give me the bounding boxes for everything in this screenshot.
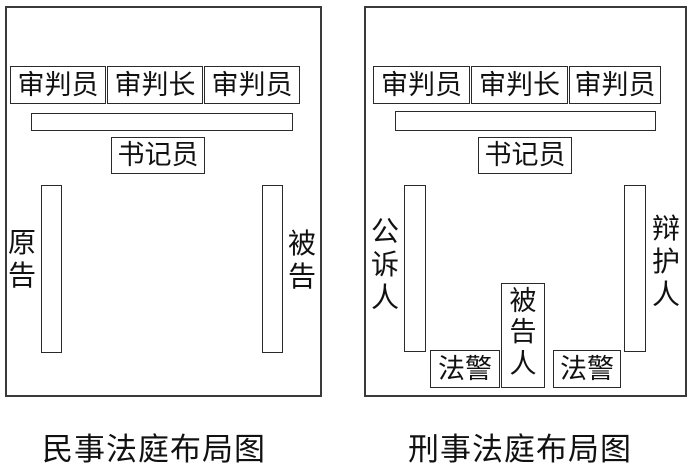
criminal-defense-char: 辩 bbox=[651, 212, 680, 245]
criminal-defense-table bbox=[624, 185, 646, 352]
criminal-accused-char: 人 bbox=[509, 348, 537, 380]
criminal-caption: 刑事法庭布局图 bbox=[408, 432, 632, 468]
civil-plaintiff-char: 告 bbox=[7, 259, 36, 293]
criminal-prosecutor-char: 人 bbox=[370, 281, 399, 315]
criminal-clerk: 书记员 bbox=[478, 137, 572, 174]
civil-plaintiff-char: 原 bbox=[7, 226, 36, 259]
criminal-prosecutor-label: 公 诉 人 bbox=[368, 215, 402, 314]
criminal-accused-char: 被 bbox=[509, 286, 537, 317]
criminal-prosecutor-table bbox=[404, 185, 426, 352]
criminal-judge-left: 审判员 bbox=[373, 66, 470, 104]
criminal-defense-char: 人 bbox=[651, 278, 680, 312]
criminal-defense-label: 辩 护 人 bbox=[649, 212, 683, 311]
civil-plaintiff-label: 原 告 bbox=[5, 226, 39, 292]
criminal-prosecutor-char: 诉 bbox=[370, 248, 399, 282]
civil-judge-left: 审判员 bbox=[10, 66, 106, 104]
criminal-judge-right: 审判员 bbox=[569, 66, 661, 104]
civil-defendant-char: 被 bbox=[287, 227, 316, 260]
criminal-defense-char: 护 bbox=[651, 245, 680, 279]
criminal-police-right: 法警 bbox=[553, 350, 621, 388]
civil-bench-bar bbox=[31, 113, 293, 131]
criminal-accused-box: 被 告 人 bbox=[501, 283, 545, 388]
civil-defendant-char: 告 bbox=[287, 260, 316, 294]
criminal-prosecutor-char: 公 bbox=[370, 215, 399, 248]
civil-plaintiff-table bbox=[41, 185, 62, 353]
criminal-accused-char: 告 bbox=[509, 317, 537, 349]
criminal-police-left: 法警 bbox=[430, 350, 500, 388]
civil-defendant-table bbox=[262, 185, 283, 353]
civil-defendant-label: 被 告 bbox=[285, 227, 319, 293]
civil-caption: 民事法庭布局图 bbox=[42, 432, 266, 468]
civil-judge-chief: 审判长 bbox=[107, 66, 203, 104]
civil-clerk: 书记员 bbox=[111, 137, 205, 174]
civil-judge-right: 审判员 bbox=[204, 66, 300, 104]
criminal-bench-bar bbox=[395, 111, 656, 131]
criminal-judge-chief: 审判长 bbox=[471, 66, 568, 104]
